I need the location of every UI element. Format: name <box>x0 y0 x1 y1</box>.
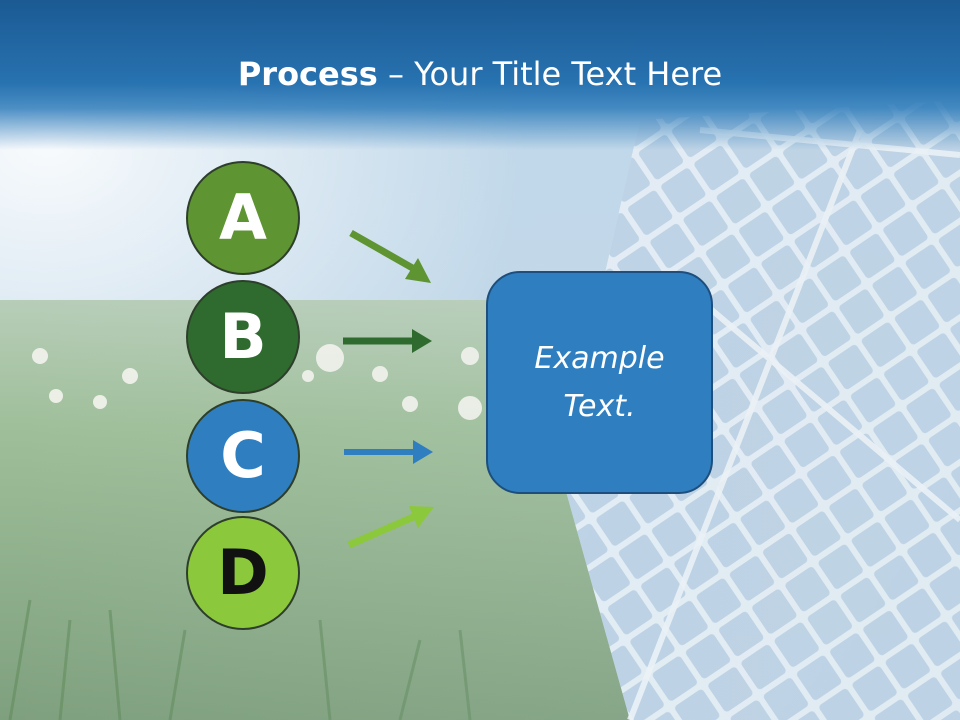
arrow-d <box>347 506 434 549</box>
title-bold: Process <box>237 55 378 93</box>
title-bar <box>0 0 960 150</box>
title-rest: – Your Title Text Here <box>377 55 723 93</box>
example-text-box: Example Text. <box>486 271 713 494</box>
step-circle-d: D <box>186 516 300 630</box>
step-letter-d: D <box>217 536 269 609</box>
arrow-c <box>344 440 433 464</box>
step-circle-c: C <box>186 399 300 513</box>
step-circle-a: A <box>186 161 300 275</box>
example-text: Example Text. <box>534 340 665 424</box>
arrow-b <box>343 329 432 353</box>
step-letter-b: B <box>219 300 267 373</box>
step-letter-a: A <box>219 181 267 254</box>
step-letter-c: C <box>220 419 266 492</box>
step-circle-b: B <box>186 280 300 394</box>
arrow-a <box>349 229 431 283</box>
slide-title: Process – Your Title Text Here <box>0 52 960 96</box>
